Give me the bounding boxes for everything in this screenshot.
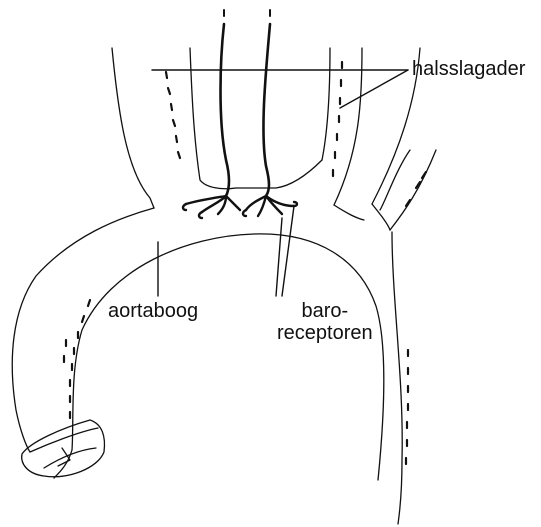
baroreceptor-endings xyxy=(183,196,297,218)
label-leader-lines xyxy=(152,70,408,296)
nerve-fibers xyxy=(221,10,271,196)
leader-baroreceptoren-b xyxy=(282,206,294,296)
label-baroreceptoren-line2: receptoren xyxy=(277,322,373,344)
label-halsslagader: halsslagader xyxy=(412,58,525,80)
leader-baroreceptoren-a xyxy=(276,218,282,296)
label-aortaboog: aortaboog xyxy=(108,300,198,322)
aortic-arch xyxy=(12,205,402,524)
leader-halsslagader-right xyxy=(340,70,408,108)
label-baroreceptoren: baro- receptoren xyxy=(277,300,373,344)
vessel-shading-dots xyxy=(64,62,426,464)
label-baroreceptoren-line1: baro- xyxy=(277,300,373,322)
